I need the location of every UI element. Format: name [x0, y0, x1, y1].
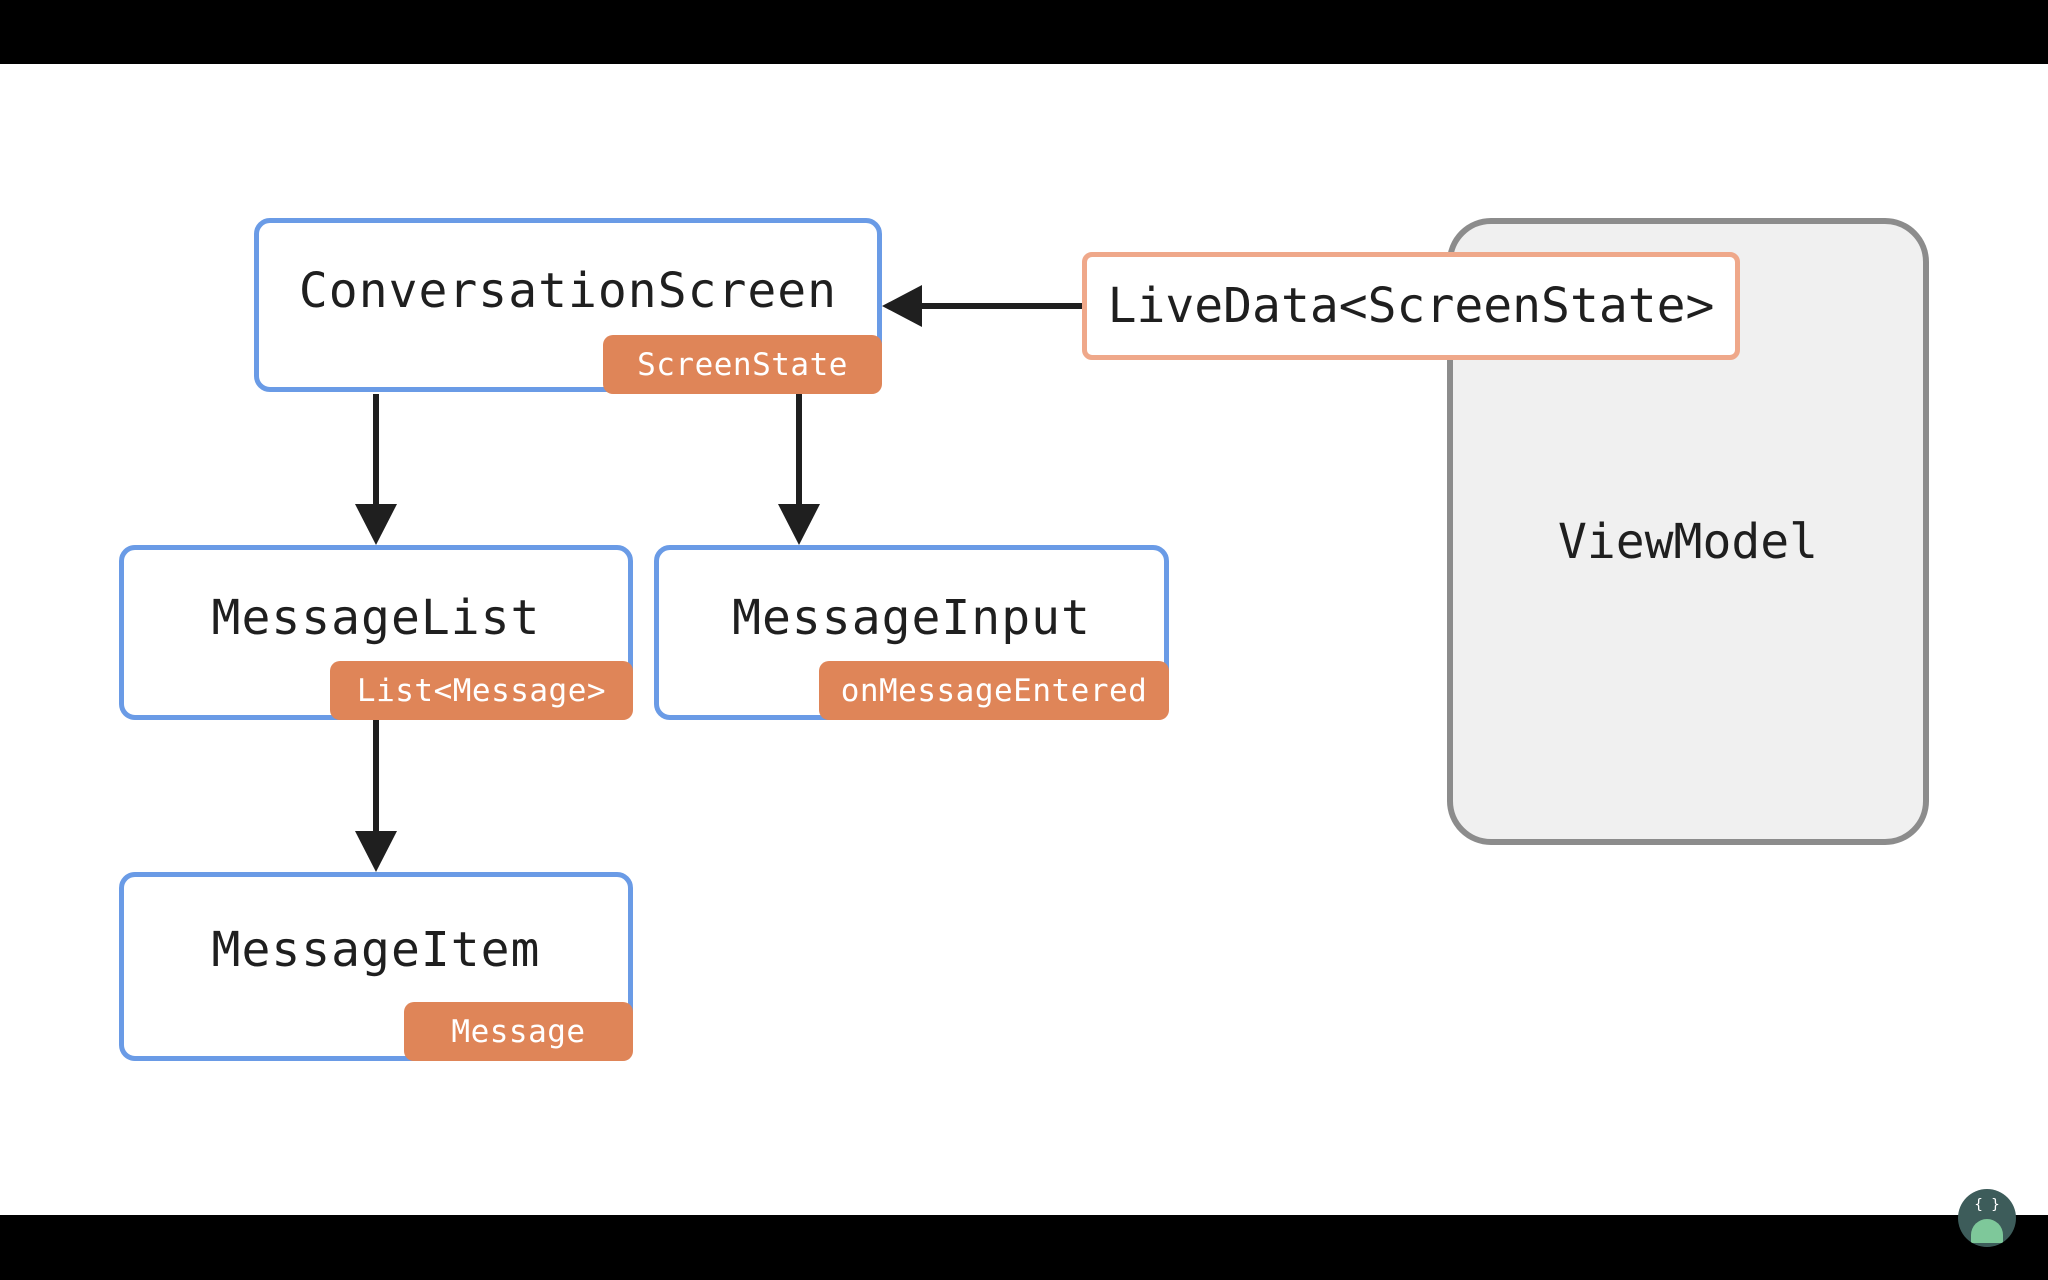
livedata-box: LiveData<ScreenState> — [1082, 252, 1740, 360]
conversation-screen-label: ConversationScreen — [298, 263, 838, 319]
list-message-badge: List<Message> — [330, 661, 633, 720]
screenstate-badge: ScreenState — [603, 335, 882, 394]
android-developers-logo-icon: { } — [1958, 1189, 2016, 1247]
letterbox-bottom — [0, 1215, 2048, 1280]
message-input-label: MessageInput — [732, 590, 1091, 646]
message-list-label: MessageList — [211, 590, 541, 646]
message-item-box: MessageItem — [119, 872, 633, 1061]
on-message-entered-badge: onMessageEntered — [819, 661, 1169, 720]
viewmodel-label: ViewModel — [1557, 514, 1819, 570]
letterbox-top — [0, 0, 2048, 64]
message-badge: Message — [404, 1002, 633, 1061]
message-item-label: MessageItem — [211, 922, 541, 978]
